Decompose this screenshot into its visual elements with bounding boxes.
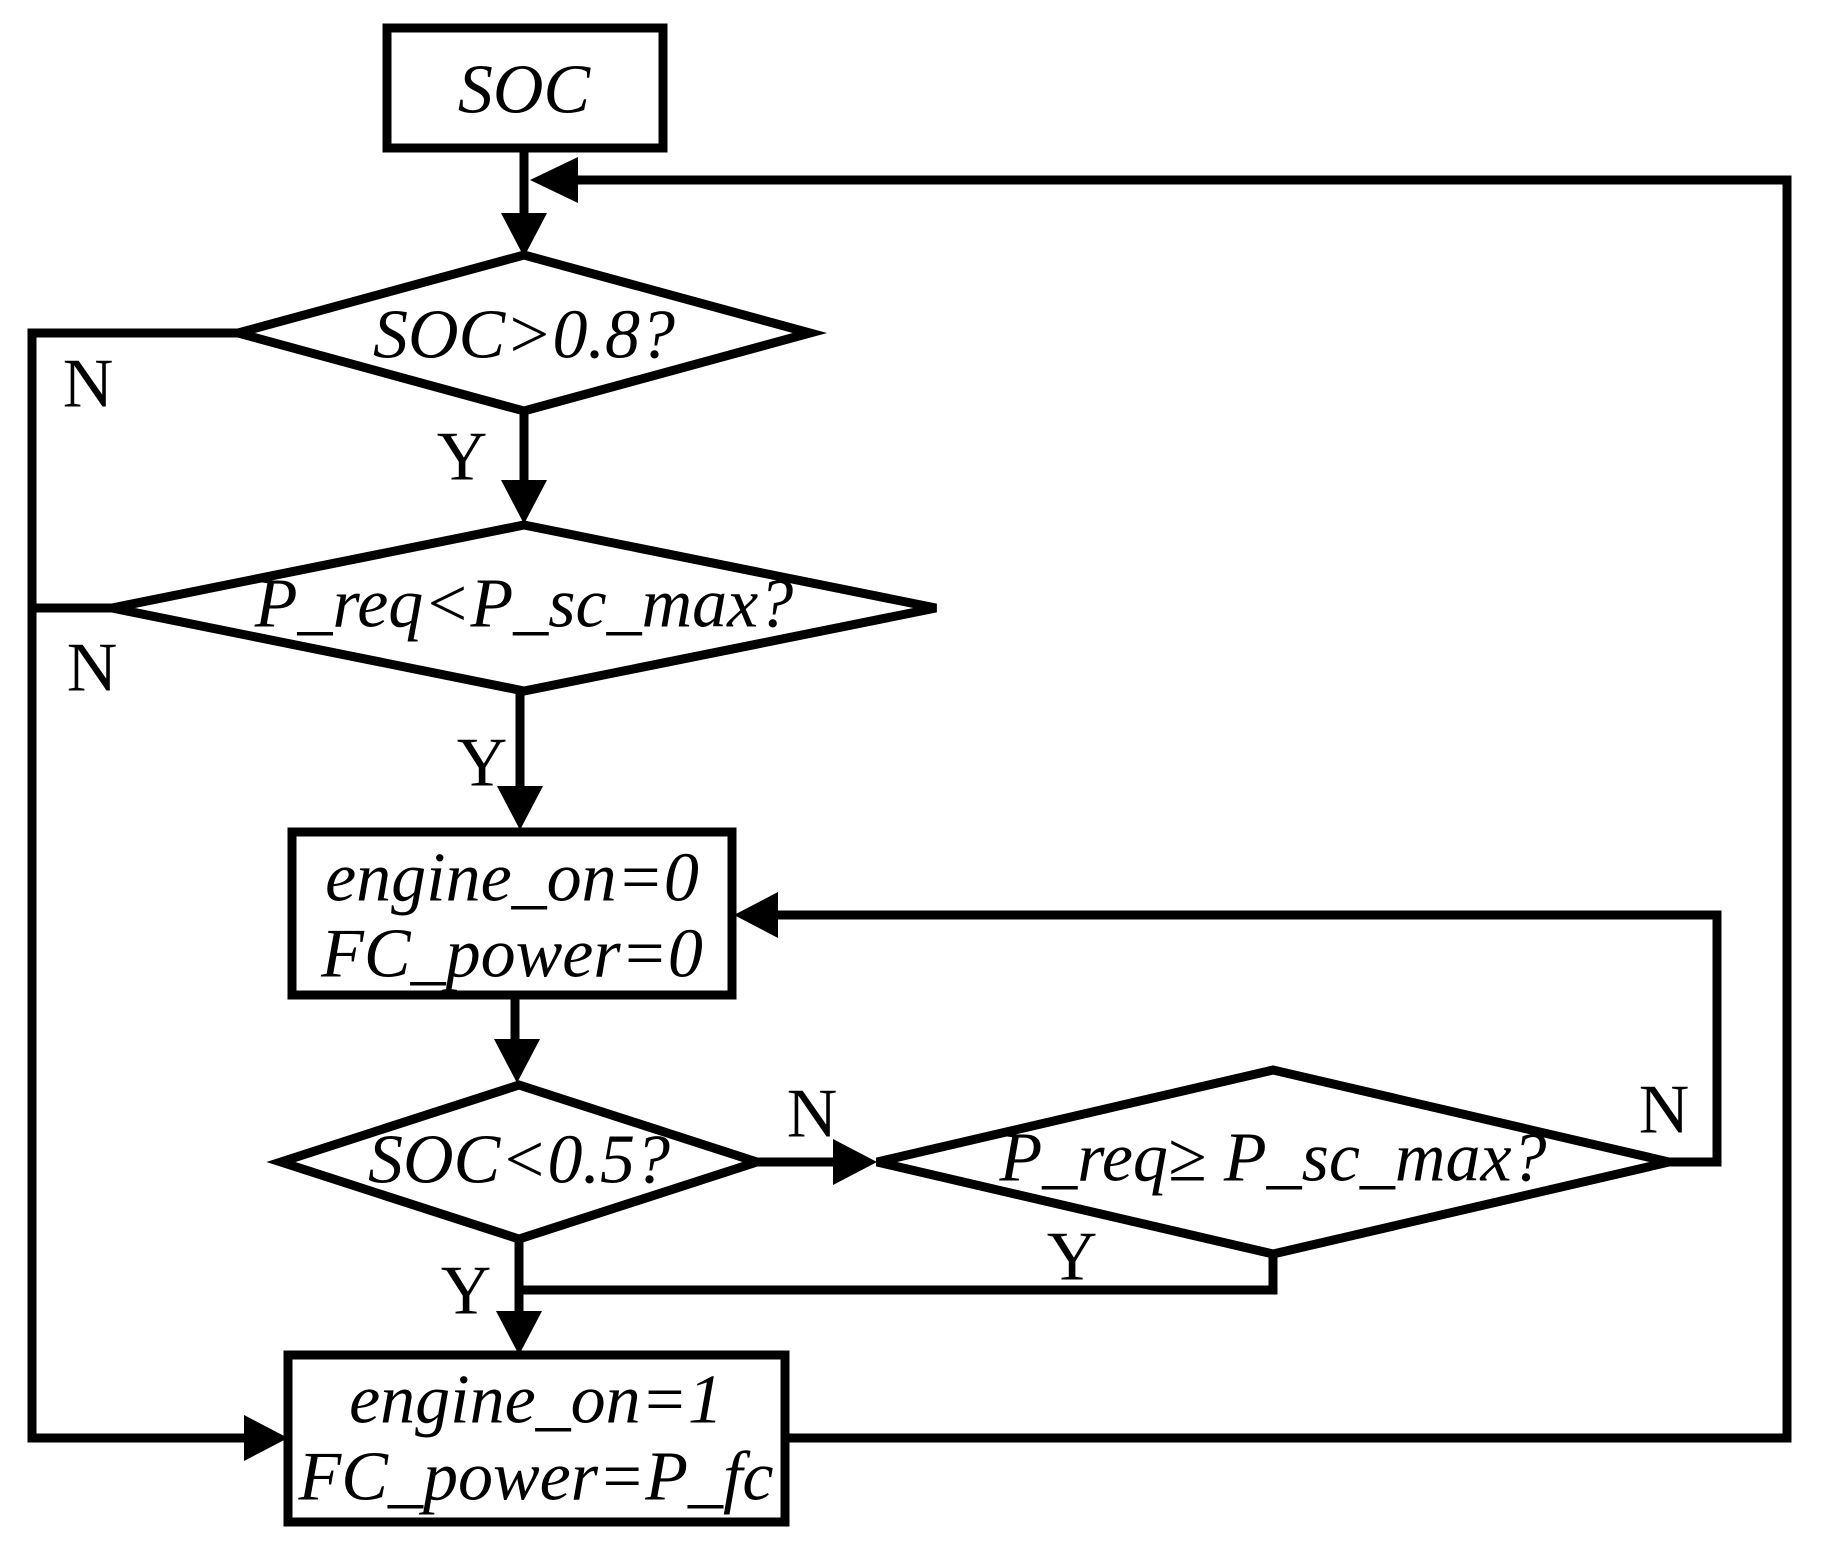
soc-lt-decision-label: SOC<0.5? (368, 1122, 670, 1199)
arrowhead-right-into-engineon-icon (244, 1415, 288, 1461)
node-engine-on-box (283, 1350, 790, 1527)
arrowhead-down-into-engineon-icon (496, 1311, 542, 1355)
arrowhead-down-into-preqlt-icon (501, 480, 547, 524)
node-preq-ge-decision (875, 1065, 1671, 1259)
edge-preqge-yes-join (514, 1249, 1278, 1295)
edge-socgt-no-left-rail (27, 328, 247, 1443)
arrowhead-left-into-soc-line-icon (530, 157, 578, 203)
node-soc-input (382, 23, 668, 153)
branch-label-preqge-yes: Y (1047, 1219, 1098, 1296)
branch-label-soclt-yes: Y (441, 1253, 492, 1330)
branch-label-preqlt-yes: Y (457, 725, 508, 802)
branch-label-soclt-no: N (787, 1076, 838, 1153)
node-soc-gt-decision (220, 250, 828, 416)
preq-lt-decision-label: P_req<P_sc_max? (254, 566, 793, 643)
branch-label-socgt-yes: Y (437, 419, 488, 496)
branch-label-preqlt-no: N (67, 630, 118, 707)
engine-on-line1: engine_on=1 (349, 1362, 723, 1439)
node-preq-lt-decision (111, 520, 937, 696)
engine-off-line2: FC_power=0 (320, 916, 703, 993)
soc-input-label: SOC (458, 52, 592, 129)
arrowhead-left-into-engineoff-icon (734, 892, 778, 938)
preq-ge-decision-label: P_req≥ P_sc_max? (998, 1120, 1546, 1197)
arrowhead-right-into-preqge-icon (833, 1139, 877, 1185)
branch-label-socgt-no: N (63, 346, 114, 423)
edge-preqge-no-loop (773, 910, 1722, 1167)
node-soc-lt-decision (266, 1080, 772, 1244)
edge-loop-engineon-to-top (573, 175, 1792, 1443)
soc-gt-decision-label: SOC>0.8? (373, 297, 675, 374)
arrowhead-down-into-soclt-icon (494, 1039, 540, 1083)
node-engine-off-box (287, 827, 737, 1000)
engine-off-line1: engine_on=0 (325, 840, 699, 917)
branch-label-preqge-no: N (1639, 1072, 1690, 1149)
arrowhead-down-into-engineoff-icon (497, 786, 543, 830)
engine-on-line2: FC_power=P_fc (298, 1439, 774, 1516)
arrowhead-down-into-socgt-icon (501, 213, 547, 257)
